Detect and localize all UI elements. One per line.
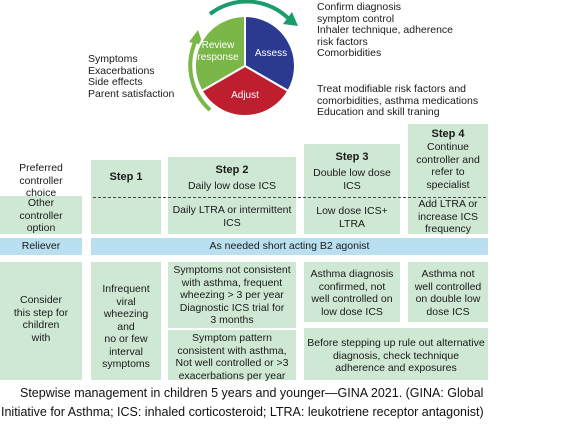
review-notes: Symptoms Exacerbations Side effects Pare…	[88, 53, 175, 100]
step2-box	[168, 157, 296, 234]
consider-step2a: Symptoms not consistent with asthma, fre…	[173, 264, 291, 326]
reliever-bar	[91, 238, 488, 255]
consider-step34-box	[304, 328, 488, 380]
consider-step34: Before stepping up rule out alternative …	[307, 337, 485, 374]
consider-step2a-box	[168, 262, 296, 328]
other-label: Other controller option	[19, 197, 63, 234]
consider-step3: Asthma diagnosis confirmed, not well con…	[310, 268, 394, 318]
reliever-text: As needed short acting B2 agonist	[209, 240, 370, 252]
caption-line1: Stepwise management in children 5 years …	[20, 386, 484, 400]
consider-step2b: Symptom pattern consistent with asthma, …	[175, 332, 289, 382]
consider-step4-box	[408, 262, 488, 322]
consider-step1-box	[91, 262, 161, 380]
step3-box	[304, 144, 400, 234]
step4-other: Add LTRA or increase ICS frequency	[417, 198, 479, 235]
cycle-diagram: Review response Assess Adjust	[170, 0, 320, 128]
step4-title: Step 4	[431, 128, 465, 140]
step3-preferred: Double low dose ICS	[313, 167, 391, 192]
cycle-arrow-head-top	[283, 12, 298, 26]
dashed-divider	[93, 197, 486, 198]
step2-preferred: Daily low dose ICS	[187, 180, 277, 192]
cycle-arrow-left	[188, 39, 212, 112]
cycle-label-adjust: Adjust	[231, 90, 259, 101]
cycle-label-review-2: response	[197, 52, 239, 63]
consider-label: Consider this step for children with	[13, 294, 69, 344]
step4-box	[408, 124, 488, 234]
caption-line2: Initiative for Asthma; ICS: inhaled cort…	[1, 405, 484, 419]
step3-title: Step 3	[335, 151, 369, 163]
consider-step4: Asthma not well controlled on double low…	[414, 268, 482, 318]
adjust-notes: Treat modifiable risk factors and comorb…	[317, 83, 479, 118]
preferred-label: Preferred controller choice	[19, 162, 63, 199]
consider-step2b-box	[168, 330, 296, 380]
step1-title: Step 1	[109, 171, 143, 183]
reliever-label: Reliever	[21, 240, 61, 252]
consider-step1: Infrequent viral wheezing and no or few …	[102, 283, 150, 370]
cycle-arrow-head-left	[189, 30, 203, 45]
consider-step3-box	[304, 262, 400, 322]
cycle-arrow-top	[208, 0, 292, 22]
cycle-label-review-1: Review	[202, 40, 236, 51]
cycle-sector-adjust	[200, 64, 290, 117]
step4-preferred: Continue controller and refer to special…	[416, 141, 480, 191]
cycle-diagram-svg: Review response Assess Adjust	[188, 0, 298, 117]
step2-title: Step 2	[215, 164, 249, 176]
step2-other: Daily LTRA or intermittent ICS	[172, 204, 292, 229]
reliever-label-box	[0, 238, 82, 255]
other-label-box	[0, 196, 82, 234]
cycle-label-assess: Assess	[255, 48, 287, 59]
step3-other: Low dose ICS+ LTRA	[316, 205, 388, 230]
assess-notes: Confirm diagnosis symptom control Inhale…	[317, 1, 454, 59]
consider-label-box	[0, 262, 82, 380]
